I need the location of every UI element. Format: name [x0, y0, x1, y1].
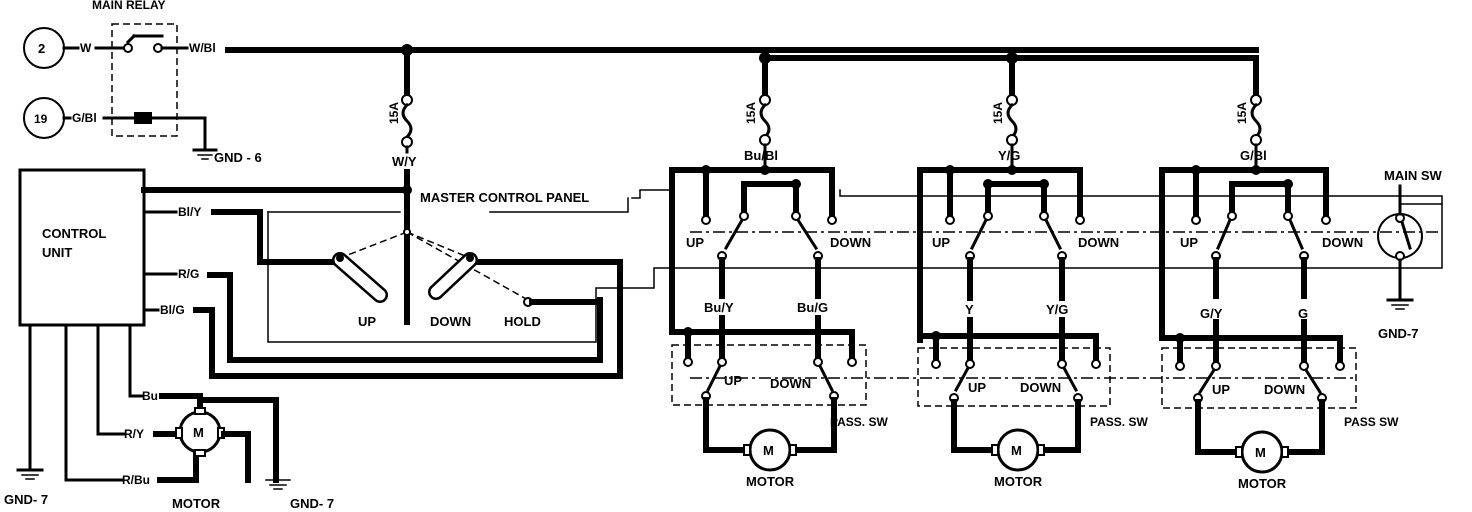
fuse-2: 15A Y/G	[991, 94, 1020, 172]
motor-2-label: MOTOR	[994, 474, 1043, 489]
control-unit-label-1: CONTROL	[42, 226, 106, 241]
wire-bl-y-label: Bl/Y	[178, 205, 201, 219]
wire-bl-g-label: Bl/G	[160, 303, 185, 317]
svg-text:15A: 15A	[1235, 102, 1249, 124]
wire-r-bu-label: R/Bu	[122, 473, 150, 487]
ch3-up-label: UP	[1180, 235, 1198, 250]
master-control-panel-label: MASTER CONTROL PANEL	[420, 190, 589, 205]
connector-2-label: 2	[38, 41, 45, 56]
pass-sw-2-box	[917, 347, 1111, 407]
master-control-panel: MASTER CONTROL PANEL UP DOWN HOLD	[267, 187, 1443, 343]
connector-19-label: 19	[34, 112, 48, 126]
ch3-pass-sw-label: PASS SW	[1344, 415, 1399, 429]
svg-text:15A: 15A	[744, 102, 758, 124]
wire-w-label: W	[80, 41, 92, 55]
ch2-pass-down-label: DOWN	[1020, 380, 1061, 395]
window-channel-3: UP DOWN G/Y G UP DOWN PASS SW M MOTOR	[1159, 165, 1399, 491]
ch2-up-label: UP	[932, 235, 950, 250]
wire-y-label: Y	[965, 302, 974, 317]
wire-g-label: G	[1298, 306, 1308, 321]
master-up-label: UP	[358, 314, 376, 329]
ch2-pass-sw-label: PASS. SW	[1090, 415, 1148, 429]
gnd7-motor-label: GND- 7	[290, 496, 334, 511]
main-relay-label: MAIN RELAY	[92, 0, 166, 12]
wire-r-y-label: R/Y	[124, 427, 144, 441]
wire-w-y-label: W/Y	[392, 154, 417, 169]
motor-left-m: M	[193, 425, 204, 440]
ch1-down-label: DOWN	[830, 235, 871, 250]
motor-3-label: MOTOR	[1238, 476, 1287, 491]
gnd7-right-label: GND-7	[1378, 326, 1418, 341]
relay-coil	[134, 112, 152, 124]
pass-sw-1-box	[671, 344, 867, 406]
fuse-master: 15A W/Y	[387, 94, 417, 195]
ch2-pass-up-label: UP	[968, 380, 986, 395]
control-unit-label-2: UNIT	[42, 245, 72, 260]
ch3-pass-down-label: DOWN	[1264, 382, 1305, 397]
window-channel-1: UP DOWN Bu/Y Bu/G UP DOWN PASS. SW M MOT…	[669, 165, 888, 489]
motor-2-m: M	[1011, 443, 1022, 458]
wire-r-g-label: R/G	[178, 267, 199, 281]
ch1-pass-down-label: DOWN	[770, 376, 811, 391]
ch3-pass-up-label: UP	[1212, 382, 1230, 397]
motor-left-label: MOTOR	[172, 496, 221, 511]
wire-bu-y-label: Bu/Y	[704, 300, 734, 315]
gnd6-label: GND - 6	[214, 150, 262, 165]
control-unit-box	[18, 168, 146, 327]
gnd7-left-label: GND- 7	[4, 492, 48, 507]
control-unit: CONTROL UNIT Bl/Y R/G Bl/G GND- 7 R/Bu R…	[4, 168, 623, 507]
fuse-1: 15A Bu/Bl	[744, 94, 778, 172]
wire-g-y-label: G/Y	[1200, 306, 1223, 321]
wire-w-bl-label: W/Bl	[189, 41, 216, 55]
ch1-pass-sw-label: PASS. SW	[830, 415, 888, 429]
fuse-label: 15A	[387, 102, 401, 124]
main-relay: MAIN RELAY 2 19 W W/Bl G/Bl GND - 6	[23, 0, 262, 165]
motor-1-m: M	[763, 443, 774, 458]
wire-y-g2-label: Y/G	[1046, 302, 1068, 317]
ch1-pass-up-label: UP	[724, 373, 742, 388]
window-channel-2: UP DOWN Y Y/G UP DOWN PASS. SW M MOTOR	[917, 165, 1148, 489]
main-bus	[225, 44, 1259, 98]
wire-bu-bl-label: Bu/Bl	[744, 148, 778, 163]
svg-text:15A: 15A	[991, 102, 1005, 124]
main-sw-label: MAIN SW	[1384, 168, 1443, 183]
wire-bu-label: Bu	[142, 389, 158, 403]
wire-y-g-label: Y/G	[998, 148, 1020, 163]
master-down-label: DOWN	[430, 314, 471, 329]
main-switch: MAIN SW GND-7	[1377, 168, 1443, 341]
master-hold-label: HOLD	[504, 314, 541, 329]
wire-g-bl2-label: G/Bl	[1240, 148, 1267, 163]
motor-left: M MOTOR GND- 7	[172, 397, 334, 511]
ch2-down-label: DOWN	[1078, 235, 1119, 250]
wire-g-bl-label: G/Bl	[72, 111, 97, 125]
main-relay-box	[111, 23, 178, 137]
motor-3-m: M	[1255, 445, 1266, 460]
wire-bu-g-label: Bu/G	[797, 300, 828, 315]
ch3-down-label: DOWN	[1322, 235, 1363, 250]
ch1-up-label: UP	[686, 235, 704, 250]
motor-1-label: MOTOR	[746, 474, 795, 489]
fuse-3: 15A G/Bl	[1235, 94, 1267, 172]
